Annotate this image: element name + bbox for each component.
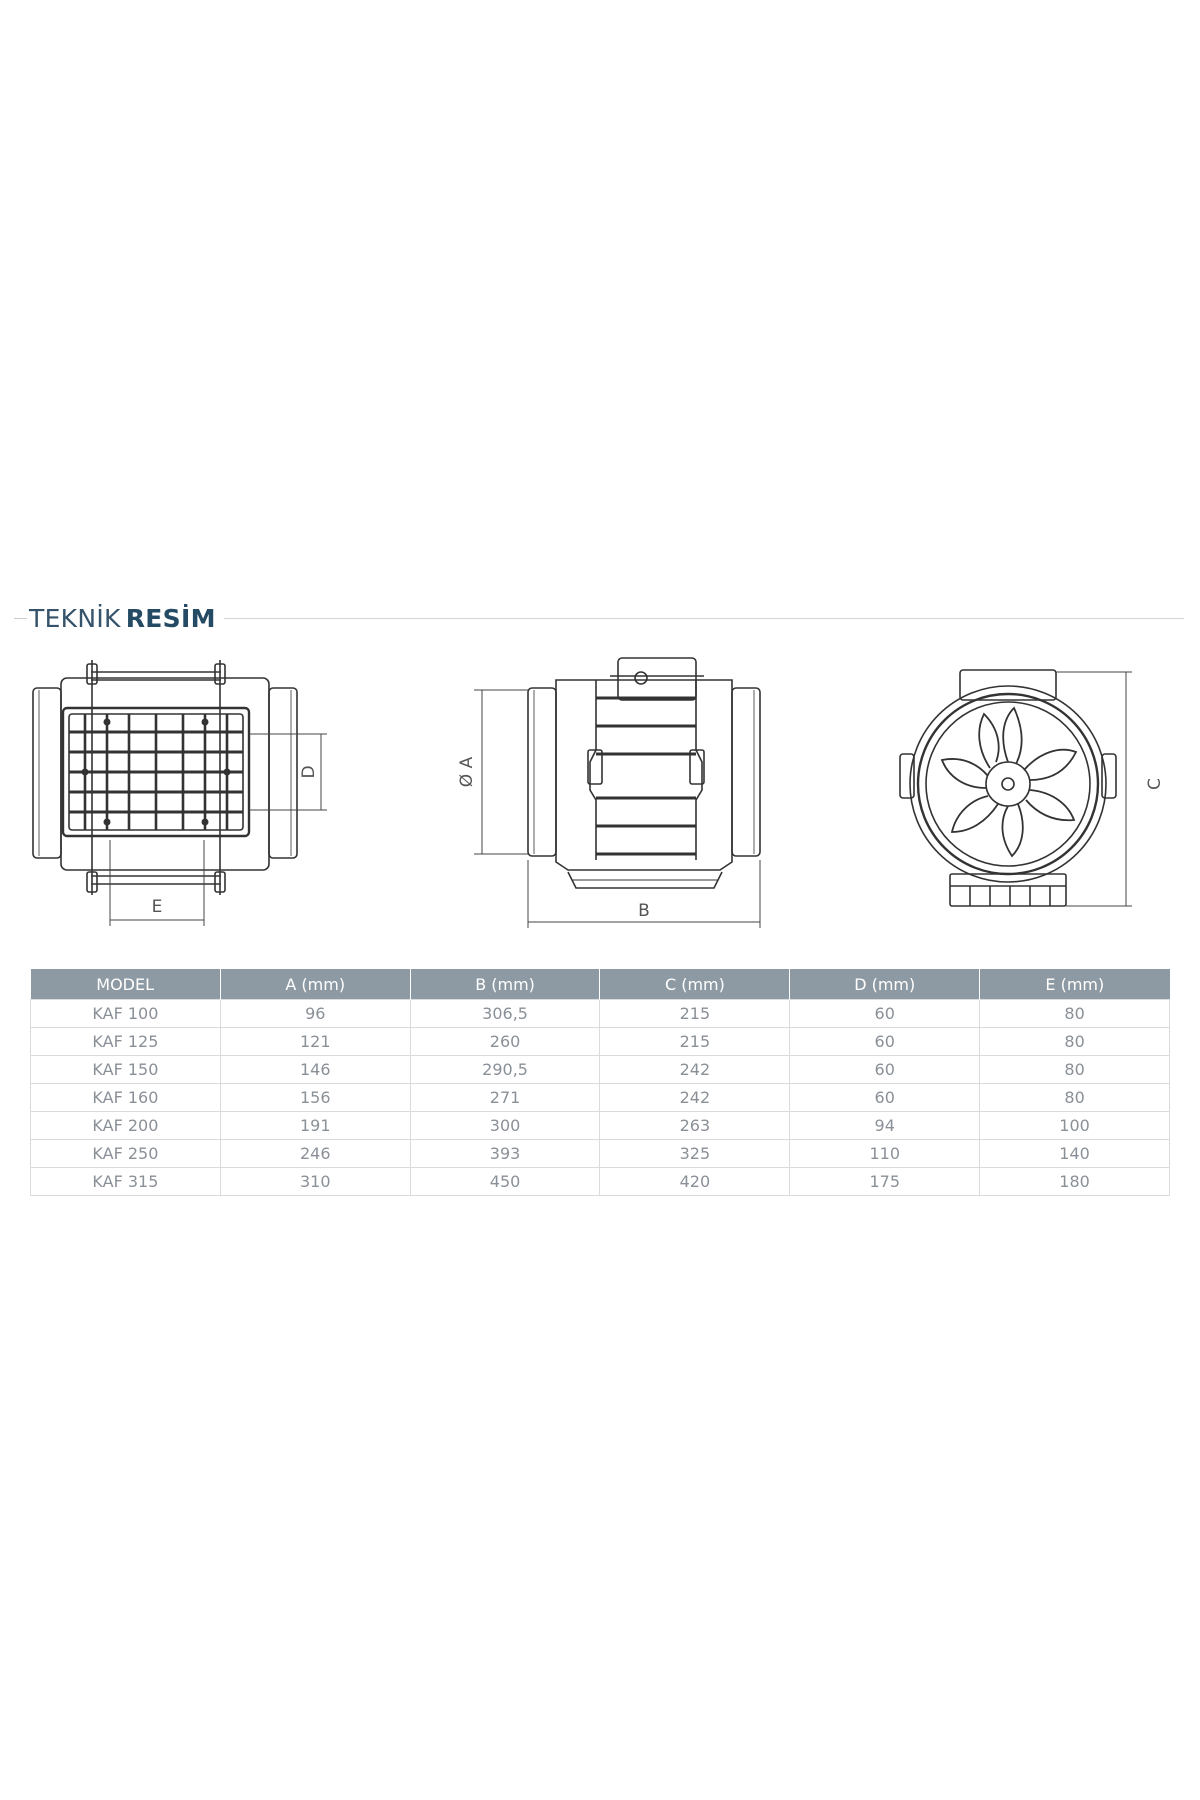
title-left-rule bbox=[14, 618, 27, 619]
dimension-a-label: Ø A bbox=[457, 756, 477, 787]
dimension-cell: 96 bbox=[219, 999, 411, 1028]
dimension-cell: 306,5 bbox=[409, 999, 601, 1028]
dimension-cell: 290,5 bbox=[409, 1055, 601, 1084]
dimension-cell: 175 bbox=[789, 1167, 981, 1196]
dimension-d-label: D bbox=[299, 765, 319, 778]
dimension-cell: 310 bbox=[219, 1167, 411, 1196]
dimension-cell: 325 bbox=[599, 1139, 791, 1168]
section-title-light: TEKNİK bbox=[29, 604, 121, 633]
dimension-cell: 110 bbox=[789, 1139, 981, 1168]
dimension-e-label: E bbox=[152, 897, 163, 917]
section-title-bold: RESİM bbox=[125, 604, 216, 633]
dimension-c-label: C bbox=[1145, 778, 1165, 790]
dimension-cell: 300 bbox=[409, 1111, 601, 1140]
dimension-cell: 60 bbox=[789, 1083, 981, 1112]
dimension-cell: 393 bbox=[409, 1139, 601, 1168]
dimension-cell: 140 bbox=[979, 1139, 1170, 1168]
dimension-cell: 215 bbox=[599, 999, 791, 1028]
dimension-cell: 60 bbox=[789, 1027, 981, 1056]
dimension-cell: 80 bbox=[979, 1027, 1170, 1056]
side-view-drawing: D E bbox=[32, 660, 327, 926]
model-cell: KAF 100 bbox=[30, 999, 221, 1028]
front-view-drawing: Ø A B bbox=[457, 657, 761, 928]
model-cell: KAF 315 bbox=[30, 1167, 221, 1196]
dimension-cell: 121 bbox=[219, 1027, 411, 1056]
column-header: B (mm) bbox=[410, 969, 601, 1000]
dimension-cell: 100 bbox=[979, 1111, 1170, 1140]
dimension-cell: 271 bbox=[409, 1083, 601, 1112]
column-header: E (mm) bbox=[979, 969, 1170, 1000]
model-cell: KAF 200 bbox=[30, 1111, 221, 1140]
dimension-cell: 450 bbox=[409, 1167, 601, 1196]
dimension-cell: 60 bbox=[789, 1055, 981, 1084]
dimension-cell: 420 bbox=[599, 1167, 791, 1196]
column-header: C (mm) bbox=[599, 969, 791, 1000]
column-header: A (mm) bbox=[220, 969, 411, 1000]
dimension-cell: 263 bbox=[599, 1111, 791, 1140]
dimension-b-label: B bbox=[638, 901, 650, 921]
dimension-cell: 246 bbox=[219, 1139, 411, 1168]
column-header: D (mm) bbox=[789, 969, 981, 1000]
model-cell: KAF 125 bbox=[30, 1027, 221, 1056]
dimension-cell: 156 bbox=[219, 1083, 411, 1112]
dimension-cell: 80 bbox=[979, 1055, 1170, 1084]
dimension-cell: 60 bbox=[789, 999, 981, 1028]
dimension-cell: 242 bbox=[599, 1055, 791, 1084]
technical-drawings: D E bbox=[0, 650, 1200, 940]
dimension-cell: 191 bbox=[219, 1111, 411, 1140]
dimension-cell: 242 bbox=[599, 1083, 791, 1112]
model-cell: KAF 250 bbox=[30, 1139, 221, 1168]
dimension-cell: 215 bbox=[599, 1027, 791, 1056]
dimension-cell: 80 bbox=[979, 1083, 1170, 1112]
dimension-cell: 260 bbox=[409, 1027, 601, 1056]
end-view-drawing: C bbox=[899, 669, 1165, 907]
model-cell: KAF 150 bbox=[30, 1055, 221, 1084]
column-header: MODEL bbox=[30, 969, 221, 1000]
dimension-cell: 80 bbox=[979, 999, 1170, 1028]
title-right-rule bbox=[224, 618, 1184, 619]
dimension-cell: 146 bbox=[219, 1055, 411, 1084]
dimension-cell: 180 bbox=[979, 1167, 1170, 1196]
model-cell: KAF 160 bbox=[30, 1083, 221, 1112]
dimension-cell: 94 bbox=[789, 1111, 981, 1140]
